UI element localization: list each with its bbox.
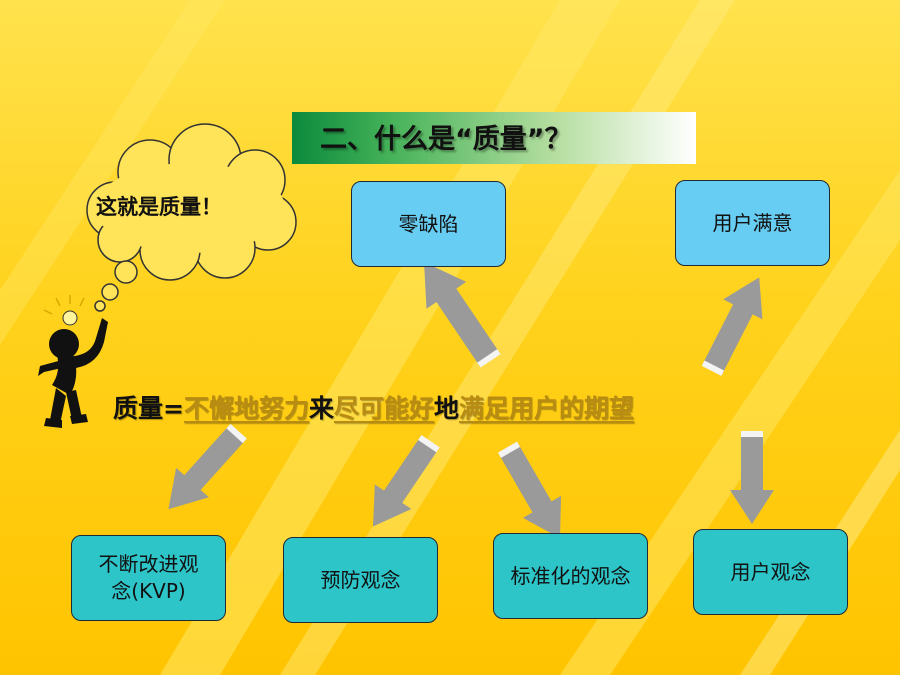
box-zero-defect: 零缺陷	[351, 181, 506, 267]
box-customer-satisfaction-label: 用户满意	[712, 210, 793, 235]
title-banner	[292, 112, 696, 164]
arrow-down-4	[730, 431, 774, 524]
box-prevention: 预防观念	[283, 537, 438, 623]
slide-title: 二、什么是“质量”？	[320, 124, 572, 155]
formula-part-best: 尽可能好	[334, 394, 435, 423]
thought-cloud	[86, 123, 297, 312]
arrow-down-3	[497, 441, 562, 539]
arrow-up-right	[701, 277, 763, 376]
box-standardization-label: 标准化的观念	[510, 563, 631, 588]
formula-part-satisfy: 满足用户的期望	[459, 394, 635, 423]
arrow-up-left	[424, 262, 501, 368]
formula-part-effort: 不懈地努力	[183, 394, 309, 423]
formula-part-de: 地	[434, 394, 460, 423]
formula-label: 质量	[113, 394, 164, 423]
box-continuous-improvement: 不断改进观 念(KVP)	[71, 535, 226, 621]
arrow-down-1	[168, 423, 247, 510]
arrow-down-2	[372, 435, 440, 527]
thinking-figure-icon	[38, 295, 108, 428]
box-standardization: 标准化的观念	[493, 533, 648, 619]
thought-bubble-text: 这就是质量！	[96, 195, 222, 219]
box-continuous-improvement-line1: 不断改进观	[98, 552, 199, 576]
box-zero-defect-label: 零缺陷	[398, 211, 459, 236]
formula-equals: =	[163, 394, 184, 423]
box-customer-concept-label: 用户观念	[730, 559, 811, 584]
quality-definition: 质量=不懈地努力来尽可能好地满足用户的期望	[113, 389, 634, 429]
formula-part-lai: 来	[308, 394, 334, 423]
box-prevention-label: 预防观念	[320, 567, 401, 592]
box-customer-concept: 用户观念	[693, 529, 848, 615]
box-customer-satisfaction: 用户满意	[675, 180, 830, 266]
box-continuous-improvement-line2: 念(KVP)	[111, 579, 186, 603]
